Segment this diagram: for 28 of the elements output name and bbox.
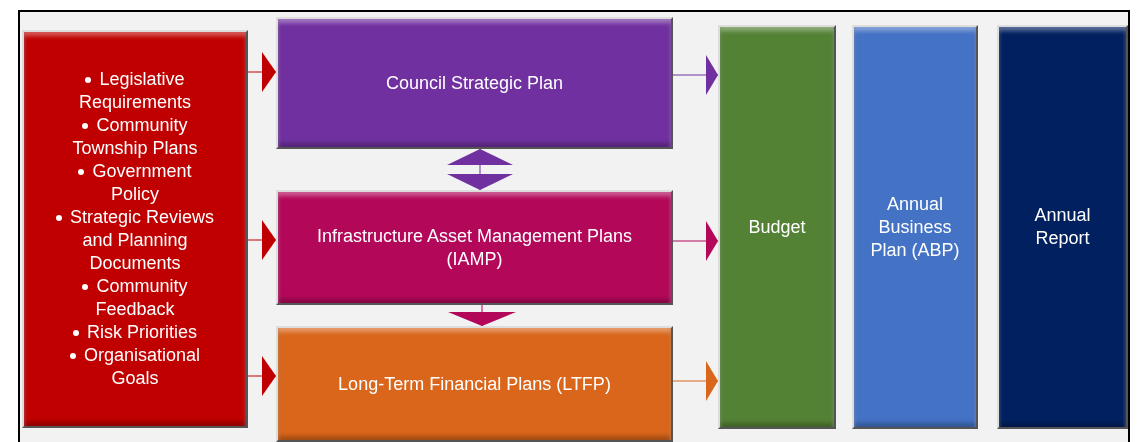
box-label: Budget xyxy=(748,215,806,239)
double-chevron-arrow xyxy=(447,148,513,191)
list-item: Risk Priorities xyxy=(73,321,197,344)
box-label: Infrastructure Asset Management Plans (IAMP) xyxy=(315,224,634,271)
box-label: Council Strategic Plan xyxy=(385,71,564,95)
chevron-arrow xyxy=(247,356,277,396)
list-item: Legislative Requirements xyxy=(77,68,193,114)
chevron-arrow xyxy=(247,52,277,92)
process-box xyxy=(276,17,673,149)
process-box xyxy=(276,326,673,442)
chevron-arrow xyxy=(672,361,719,401)
output-box xyxy=(852,25,978,429)
chevron-arrow xyxy=(672,221,719,261)
box-label: Annual Report xyxy=(1033,204,1092,250)
chevron-arrow xyxy=(448,304,516,327)
list-item: Government Policy xyxy=(54,160,216,206)
list-item: Community Feedback xyxy=(54,275,216,321)
process-box xyxy=(276,190,673,305)
list-item: Organisational Goals xyxy=(54,344,216,390)
output-box xyxy=(997,25,1128,429)
chevron-arrow xyxy=(672,55,719,95)
list-item: Community Township Plans xyxy=(71,114,199,160)
chevron-arrow xyxy=(247,220,277,260)
box-label: Long-Term Financial Plans (LTFP) xyxy=(338,372,611,396)
input-list-box xyxy=(22,30,248,428)
output-box xyxy=(718,25,836,429)
box-label: Annual Business Plan (ABP) xyxy=(869,192,961,262)
list-item: Strategic Reviews and Planning Documents xyxy=(54,206,216,275)
